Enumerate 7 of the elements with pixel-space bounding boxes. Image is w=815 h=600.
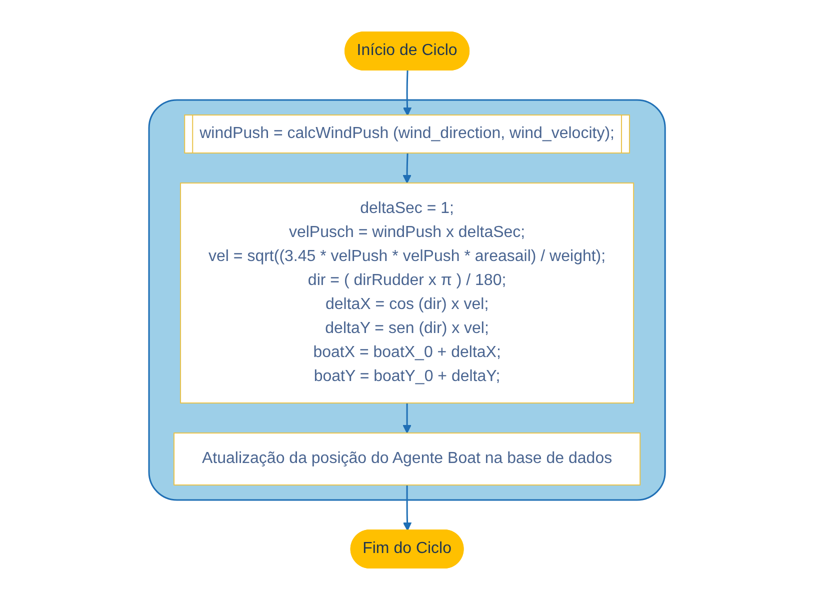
cluster <box>148 99 666 501</box>
node-box: Atualização da posição do Agente Boat na base de dados <box>174 432 642 486</box>
arrow <box>403 485 412 531</box>
node-box: deltaSec = 1; velPusch = windPush x deltaSec; vel = sqrt((3.45 * velPush * velPush * areasail) / weight); dir = ( dirRudder x π ) / 180; deltaX = cos (dir) x vel; deltaY = sen (dir) x vel; boatX = boatX_0 + deltaX; boatY = boatY_0 + deltaY; <box>180 182 635 404</box>
arrow <box>403 153 412 184</box>
arrow <box>403 403 412 434</box>
arrow <box>403 70 412 116</box>
